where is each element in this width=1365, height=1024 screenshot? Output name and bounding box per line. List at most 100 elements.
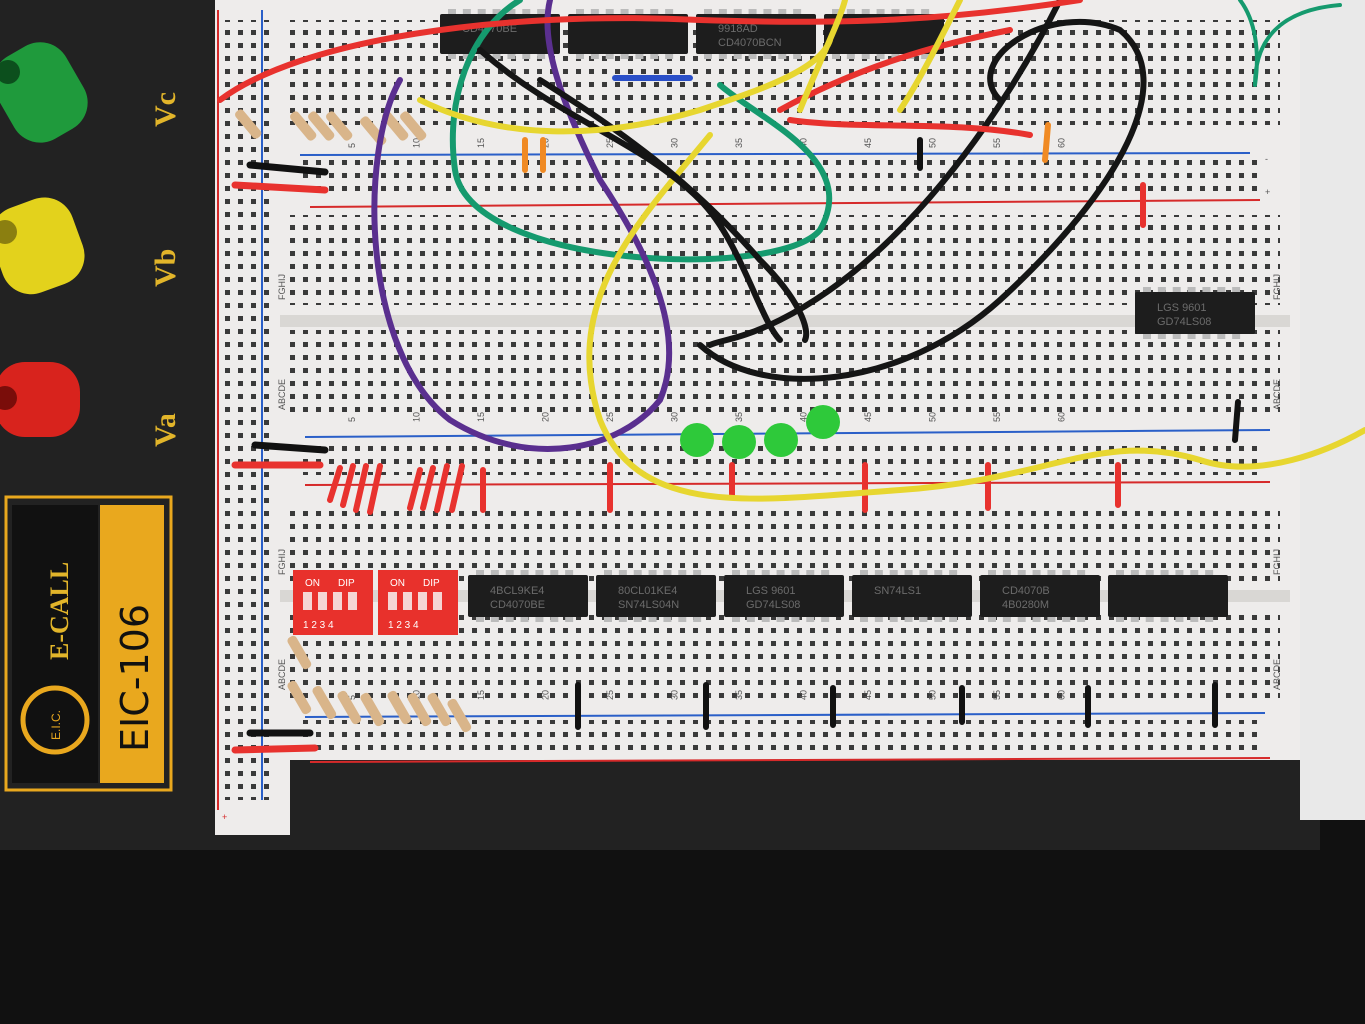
- vc-label: Vc: [149, 92, 182, 127]
- column-number: 55: [992, 412, 1002, 422]
- dip-label: DIP: [423, 578, 440, 589]
- row-letters: FGHIJ: [1272, 549, 1282, 575]
- column-number: 25: [605, 412, 615, 422]
- column-number: 5: [347, 417, 357, 422]
- row-letters: ABCDE: [1272, 379, 1282, 410]
- dip-positions: 1 2 3 4: [303, 620, 334, 631]
- resistor: [337, 690, 362, 725]
- resistor: [360, 692, 385, 727]
- dip-toggle[interactable]: [433, 592, 442, 610]
- column-number: 30: [670, 138, 680, 148]
- column-number: 40: [799, 690, 809, 700]
- eic-logo: E-CALL E.I.C. EIC-106: [4, 495, 173, 792]
- dip-positions: 1 2 3 4: [388, 620, 419, 631]
- dip-on-label: ON: [305, 578, 320, 589]
- resistor: [287, 680, 312, 715]
- column-number: 25: [605, 138, 615, 148]
- led: [680, 423, 714, 457]
- resistor: [308, 111, 335, 141]
- column-number: 60: [1057, 138, 1067, 148]
- column-number: 10: [412, 412, 422, 422]
- column-number: 20: [541, 690, 551, 700]
- chip-part-number: GD74LS08: [746, 599, 800, 611]
- dip-toggle[interactable]: [403, 592, 412, 610]
- column-number: 15: [476, 412, 486, 422]
- led: [764, 423, 798, 457]
- vb-label: Vb: [149, 249, 182, 287]
- column-number: 55: [992, 690, 1002, 700]
- column-number: 45: [863, 138, 873, 148]
- resistor: [382, 111, 409, 141]
- resistor: [387, 690, 412, 725]
- va-label: Va: [149, 413, 182, 447]
- led: [806, 405, 840, 439]
- column-number: 35: [734, 138, 744, 148]
- dip-toggle[interactable]: [318, 592, 327, 610]
- chip-part-number: GD74LS08: [1157, 316, 1211, 328]
- column-number: 15: [476, 138, 486, 148]
- ic-chip: [1108, 570, 1228, 622]
- rail-minus-label: -: [1265, 154, 1268, 164]
- dip-switch[interactable]: ON DIP 1 2 3 4: [378, 570, 458, 635]
- resistor: [427, 692, 452, 727]
- dip-switch[interactable]: ON DIP 1 2 3 4: [293, 570, 373, 635]
- resistor: [287, 635, 312, 670]
- led: [722, 425, 756, 459]
- chip-marking: CD4070B: [1002, 585, 1050, 597]
- resistor: [312, 685, 337, 720]
- row-letters: ABCDE: [1272, 659, 1282, 690]
- dip-label: DIP: [338, 578, 355, 589]
- row-letters: FGHIJ: [1272, 274, 1282, 300]
- chip-marking: 4BCL9KE4: [490, 585, 544, 597]
- rail-plus-label-bottom: +: [222, 812, 227, 822]
- binding-post-vb[interactable]: Vb: [0, 189, 182, 303]
- column-number: 45: [863, 412, 873, 422]
- column-number: 10: [412, 138, 422, 148]
- column-number: 40: [799, 412, 809, 422]
- column-number: 60: [1057, 690, 1067, 700]
- resistor: [290, 111, 317, 141]
- ic-chip: SN74LS1: [852, 570, 972, 622]
- column-number: 25: [605, 690, 615, 700]
- dip-toggle[interactable]: [333, 592, 342, 610]
- dip-toggle[interactable]: [388, 592, 397, 610]
- wires: [217, 0, 1365, 502]
- chip-marking: LGS 9601: [746, 585, 796, 597]
- short-jumpers: [231, 122, 1241, 754]
- column-number: 30: [670, 412, 680, 422]
- chip-part-number: SN74LS04N: [618, 599, 679, 611]
- row-letters: FGHIJ: [277, 549, 287, 575]
- column-number: 50: [928, 138, 938, 148]
- chip-part-number: CD4070BE: [490, 599, 545, 611]
- row-letters: FGHIJ: [277, 274, 287, 300]
- column-number: 5: [347, 143, 357, 148]
- binding-post-va[interactable]: Va: [0, 362, 182, 447]
- dip-toggle[interactable]: [348, 592, 357, 610]
- ic-chip: CD4070B 4B0280M: [980, 570, 1100, 622]
- column-number: 15: [476, 690, 486, 700]
- binding-post-vc[interactable]: Vc: [0, 31, 182, 153]
- row-letters: ABCDE: [277, 379, 287, 410]
- resistor: [326, 111, 353, 141]
- resistor: [235, 109, 262, 139]
- dip-toggle[interactable]: [418, 592, 427, 610]
- logo-mark: E.I.C.: [49, 710, 63, 740]
- rail-plus-label: +: [1265, 187, 1270, 197]
- chip-part-number: 4B0280M: [1002, 599, 1049, 611]
- dip-on-label: ON: [390, 578, 405, 589]
- resistor: [447, 698, 472, 733]
- column-number: 50: [928, 690, 938, 700]
- chip-marking: SN74LS1: [874, 585, 921, 597]
- dip-toggle[interactable]: [303, 592, 312, 610]
- column-number: 30: [670, 690, 680, 700]
- column-number: 5: [347, 695, 357, 700]
- chip-marking: 80CL01KE4: [618, 585, 677, 597]
- column-number: 35: [734, 412, 744, 422]
